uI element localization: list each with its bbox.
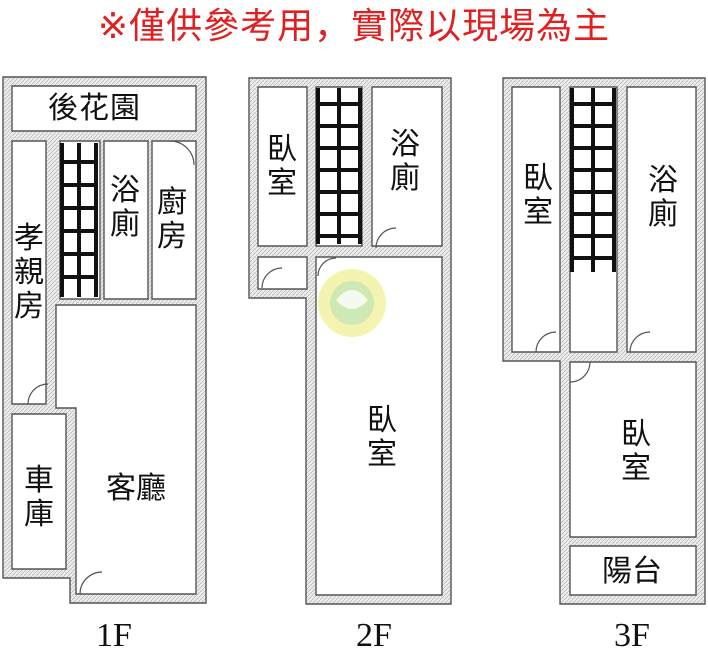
room-label-3f-bedroom-small: 臥室 <box>523 161 553 230</box>
room-label-balcony: 陽台 <box>602 554 662 589</box>
room-label-2f-bathroom: 浴廁 <box>390 127 420 196</box>
floor-3f-plan <box>502 77 706 605</box>
room-label-living-room: 客廳 <box>106 471 166 506</box>
floor-2f-stairs <box>316 88 362 244</box>
floor-1f-walls <box>2 76 207 604</box>
room-label-2f-bedroom-main: 臥室 <box>367 403 397 472</box>
room-label-2f-bedroom-small: 臥室 <box>267 132 297 201</box>
floor-label-1f: 1F <box>96 617 132 654</box>
floor-label-2f: 2F <box>356 617 392 654</box>
floor-3f-walls <box>502 77 706 605</box>
floor-1f-door-arcs <box>27 140 195 595</box>
disclaimer-text: ※僅供參考用，實際以現場為主 <box>97 6 611 47</box>
floor-1f-stairs <box>60 143 98 297</box>
floor-2f-plan <box>248 77 452 605</box>
floor-3f-stairs <box>570 88 616 272</box>
floor-label-3f: 3F <box>614 617 650 654</box>
room-label-kitchen: 廚房 <box>157 185 187 254</box>
floor-3f-door-arcs <box>535 331 651 383</box>
floor-1f-plan <box>2 76 207 604</box>
floor-2f-walls <box>248 77 452 605</box>
room-label-1f-bathroom: 浴廁 <box>110 173 140 242</box>
floor-2f-door-arcs <box>261 227 397 289</box>
watermark-logo <box>318 269 386 337</box>
room-label-garage: 車庫 <box>24 463 54 532</box>
room-label-parents-room: 孝親房 <box>14 221 44 324</box>
room-label-garden: 後花園 <box>48 91 141 126</box>
room-label-3f-bathroom: 浴廁 <box>648 163 678 232</box>
room-label-3f-bedroom-main: 臥室 <box>621 417 651 486</box>
